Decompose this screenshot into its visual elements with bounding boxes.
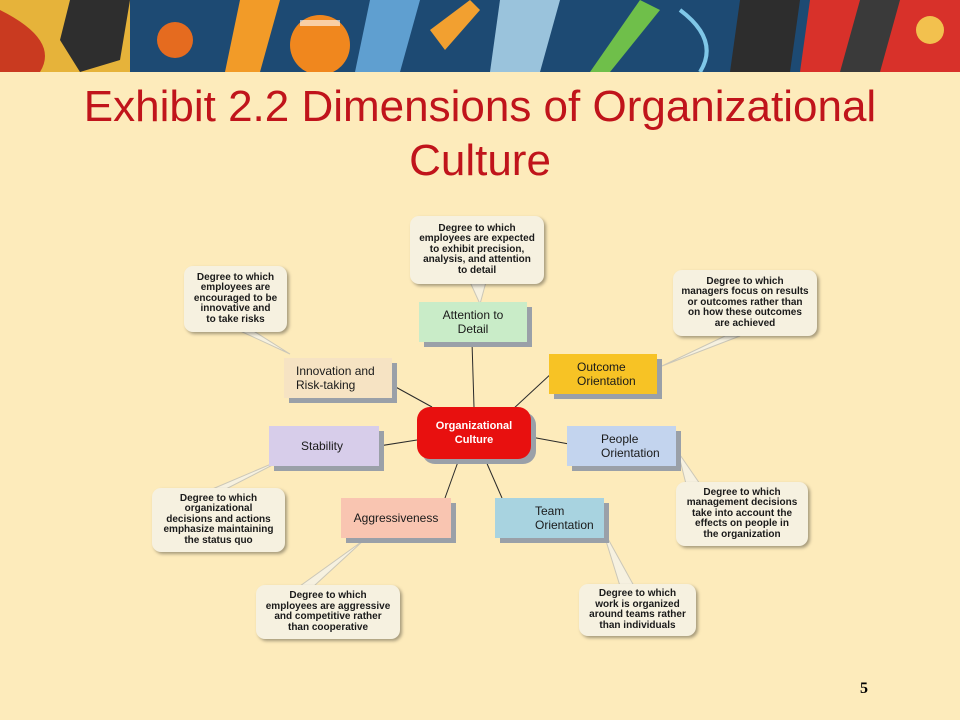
box-stability: Stability [269, 426, 379, 466]
page-number: 5 [860, 680, 868, 697]
slide-title: Exhibit 2.2 Dimensions of Organizational… [83, 82, 877, 185]
decorative-banner [0, 0, 960, 72]
box-aggressiveness: Aggressiveness [341, 498, 451, 538]
